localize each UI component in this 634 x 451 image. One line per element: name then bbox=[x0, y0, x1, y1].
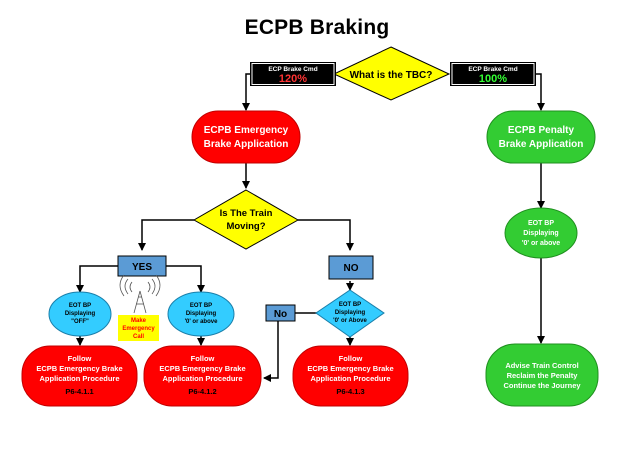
emergency-call-note: Make Emergency Call bbox=[118, 315, 159, 341]
svg-text:'0' or above: '0' or above bbox=[185, 319, 219, 325]
svg-text:'0' or Above: '0' or Above bbox=[333, 318, 367, 324]
svg-text:ECPB Emergency: ECPB Emergency bbox=[204, 125, 289, 136]
procedure-3-node: Follow ECPB Emergency Brake Application … bbox=[292, 345, 409, 407]
svg-text:YES: YES bbox=[132, 262, 152, 273]
svg-text:Call: Call bbox=[133, 334, 144, 340]
eot-zero-right-node: EOT BP Displaying '0' or above bbox=[504, 207, 578, 259]
svg-text:EOT BP: EOT BP bbox=[190, 303, 212, 309]
procedure-2-node: Follow ECPB Emergency Brake Application … bbox=[143, 345, 262, 407]
cmd-left-label: ECP Brake Cmd bbox=[268, 66, 317, 73]
svg-text:P6-4.1.2: P6-4.1.2 bbox=[188, 387, 216, 396]
svg-text:Brake Application: Brake Application bbox=[499, 139, 584, 150]
svg-text:Follow: Follow bbox=[68, 354, 92, 363]
penalty-brake-node: ECPB Penalty Brake Application bbox=[486, 110, 596, 164]
moving-decision: Is The Train Moving? bbox=[192, 189, 300, 250]
eot-zero-left-node: EOT BP Displaying '0' or above bbox=[167, 291, 235, 337]
no-box: NO bbox=[328, 255, 374, 280]
svg-text:Displaying: Displaying bbox=[186, 311, 217, 317]
svg-text:Advise Train Control: Advise Train Control bbox=[505, 361, 578, 370]
svg-text:'0' or above: '0' or above bbox=[522, 240, 560, 247]
emergency-brake-node: ECPB Emergency Brake Application bbox=[191, 110, 301, 164]
svg-text:No: No bbox=[274, 309, 287, 320]
cmd-left-value: 120% bbox=[279, 73, 307, 85]
svg-text:Reclaim the Penalty: Reclaim the Penalty bbox=[507, 371, 579, 380]
connectors bbox=[76, 73, 545, 382]
yes-box: YES bbox=[117, 255, 167, 277]
brake-cmd-display-right: ECP Brake Cmd 100% bbox=[450, 62, 536, 86]
svg-text:Application Procedure: Application Procedure bbox=[162, 374, 242, 383]
svg-text:"OFF": "OFF" bbox=[71, 319, 89, 325]
svg-text:Displaying: Displaying bbox=[335, 310, 366, 316]
cmd-right-value: 100% bbox=[479, 73, 507, 85]
svg-text:Brake Application: Brake Application bbox=[204, 139, 289, 150]
no-small-box: No bbox=[265, 304, 296, 322]
svg-text:Continue the Journey: Continue the Journey bbox=[503, 381, 581, 390]
svg-text:Application Procedure: Application Procedure bbox=[310, 374, 390, 383]
cmd-right-label: ECP Brake Cmd bbox=[468, 66, 517, 73]
eot-zero-diamond: EOT BP Displaying '0' or Above bbox=[315, 289, 385, 338]
svg-text:NO: NO bbox=[344, 263, 359, 274]
svg-text:Emergency: Emergency bbox=[122, 326, 155, 332]
svg-text:Follow: Follow bbox=[339, 354, 363, 363]
svg-text:Displaying: Displaying bbox=[523, 230, 558, 237]
svg-text:Application Procedure: Application Procedure bbox=[39, 374, 119, 383]
tbc-decision: What is the TBC? bbox=[332, 46, 451, 101]
svg-text:EOT BP: EOT BP bbox=[69, 303, 91, 309]
svg-text:P6-4.1.3: P6-4.1.3 bbox=[336, 387, 364, 396]
brake-cmd-display-left: ECP Brake Cmd 120% bbox=[250, 62, 336, 86]
svg-text:P6-4.1.1: P6-4.1.1 bbox=[65, 387, 93, 396]
procedure-1-node: Follow ECPB Emergency Brake Application … bbox=[21, 345, 138, 407]
svg-text:ECPB Emergency Brake: ECPB Emergency Brake bbox=[307, 364, 393, 373]
svg-text:EOT BP: EOT BP bbox=[528, 220, 554, 227]
eot-off-node: EOT BP Displaying "OFF" bbox=[48, 291, 112, 337]
svg-text:Make: Make bbox=[131, 318, 147, 324]
advise-train-control-node: Advise Train Control Reclaim the Penalty… bbox=[485, 343, 599, 407]
svg-text:ECPB Penalty: ECPB Penalty bbox=[508, 125, 575, 136]
tbc-decision-label: What is the TBC? bbox=[350, 70, 433, 81]
svg-text:ECPB Emergency Brake: ECPB Emergency Brake bbox=[36, 364, 122, 373]
svg-text:Displaying: Displaying bbox=[65, 311, 96, 317]
radio-tower-icon bbox=[119, 274, 161, 314]
svg-text:Is The Train: Is The Train bbox=[220, 208, 273, 219]
svg-text:Moving?: Moving? bbox=[226, 221, 265, 232]
svg-text:ECPB Emergency Brake: ECPB Emergency Brake bbox=[159, 364, 245, 373]
svg-text:EOT BP: EOT BP bbox=[339, 302, 361, 308]
svg-text:Follow: Follow bbox=[191, 354, 215, 363]
diagram-title: ECPB Braking bbox=[244, 16, 390, 39]
